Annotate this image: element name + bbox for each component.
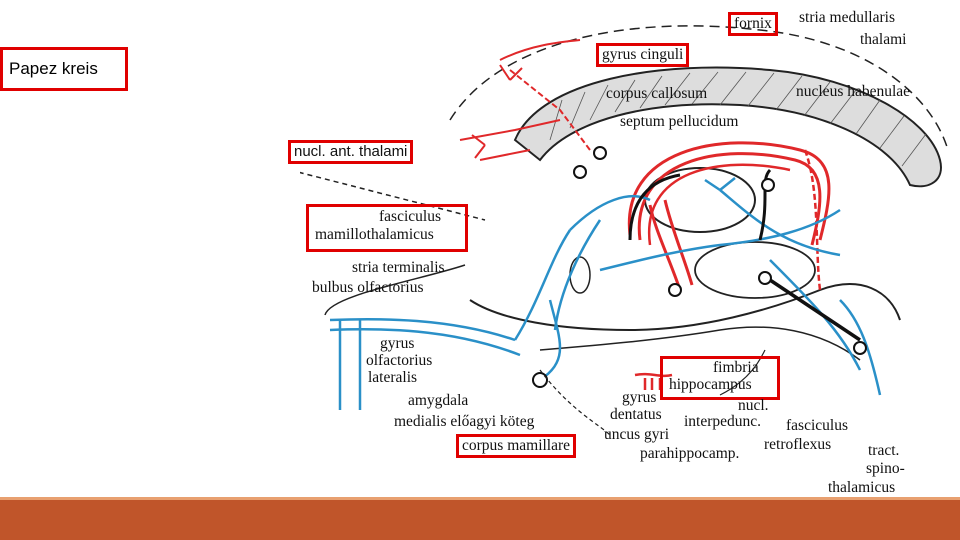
label-interpedunc: interpedunc.: [684, 413, 762, 430]
label-gyrus-cinguli: gyrus cinguli: [596, 43, 690, 67]
label-retroflexus: retroflexus: [764, 436, 832, 453]
label-spino: spino-: [866, 460, 905, 477]
label-dentatus: dentatus: [610, 406, 662, 423]
label-amygdala: amygdala: [408, 392, 469, 409]
label-medialis-eloagyi-koteg: medialis előagyi köteg: [394, 413, 535, 430]
label-fornix: fornix: [728, 12, 778, 36]
hatching: [549, 71, 927, 167]
label-mamillothalamicus: mamillothalamicus: [315, 226, 434, 243]
label-stria-medullaris: stria medullaris: [799, 9, 895, 26]
label-tract: tract.: [868, 442, 900, 459]
label-thalamicus: thalamicus: [828, 479, 896, 496]
label-fasciculus-retroflexus: fasciculus: [786, 417, 848, 434]
label-thalami: thalami: [860, 31, 907, 48]
label-lateralis: lateralis: [368, 369, 418, 386]
label-nucleus-habenulae: nucleus habenulae: [796, 83, 911, 100]
label-gyrus-dentatus: gyrus: [622, 389, 657, 406]
blue-pathways: [329, 177, 882, 410]
label-stria-terminalis: stria terminalis: [352, 259, 445, 276]
footer-accent-line: [0, 497, 960, 500]
label-bulbus-olfactorius: bulbus olfactorius: [312, 279, 424, 296]
label-corpus-callosum: corpus callosum: [606, 85, 708, 102]
label-olfactorius: olfactorius: [366, 352, 433, 369]
label-gyrus: gyrus: [380, 335, 415, 352]
label-nucl-ant-thalami: nucl. ant. thalami: [288, 140, 414, 164]
label-uncus-gyri: uncus gyri: [604, 426, 670, 443]
label-hippocampus: hippocampus: [669, 376, 752, 393]
papez-circuit-diagram: fornix stria medullaris thalami gyrus ci…: [288, 0, 952, 500]
label-corpus-mamillare: corpus mamillare: [456, 434, 577, 458]
label-nucl: nucl.: [738, 397, 769, 414]
box-fimbria-hippocampus: fimbria hippocampus: [660, 356, 780, 400]
label-parahippocamp: parahippocamp.: [640, 445, 740, 462]
label-septum-pellucidum: septum pellucidum: [620, 113, 739, 130]
box-fasciculus-mamillothalamicus: fasciculus mamillothalamicus: [306, 204, 468, 252]
label-fasciculus: fasciculus: [379, 208, 441, 225]
slide-title: Papez kreis: [0, 47, 128, 91]
footer-band: [0, 500, 960, 540]
corpus-callosum-shape: [513, 66, 942, 188]
brain-illustration: [300, 25, 949, 436]
neuron-markers: [532, 146, 867, 388]
label-fimbria: fimbria: [713, 359, 759, 376]
